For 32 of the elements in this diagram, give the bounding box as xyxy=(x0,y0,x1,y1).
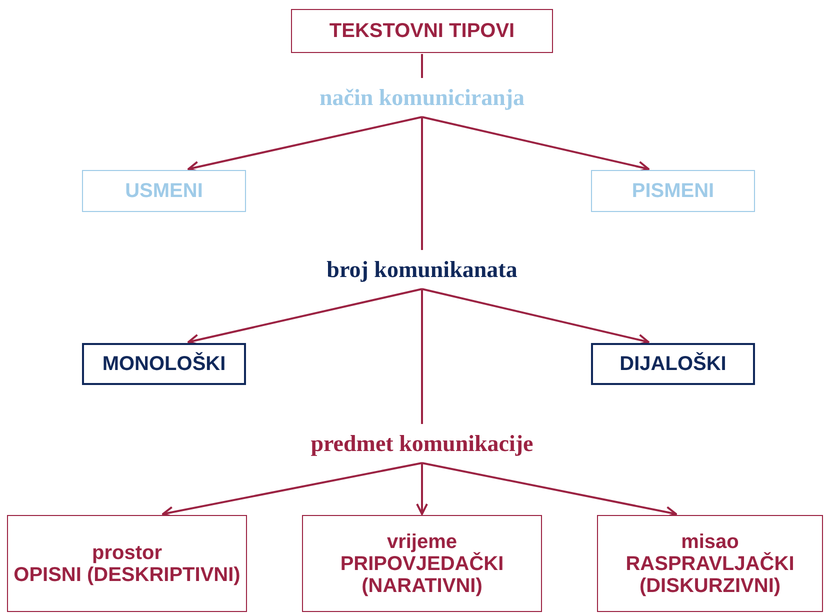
text-type-label: PRIPOVJEDAČKI (NARATIVNI) xyxy=(339,552,505,596)
category-box xyxy=(591,343,755,385)
category-label: USMENI xyxy=(125,180,203,202)
category-box xyxy=(591,170,755,212)
arrow xyxy=(188,116,422,173)
criterion-label: predmet komunikacije xyxy=(310,431,534,457)
criterion-label: broj komunikanata xyxy=(326,257,518,283)
text-type-label: prostor xyxy=(92,542,162,564)
text-type-label: RASPRAVLJAČKI (DISKURZIVNI) xyxy=(624,552,796,596)
arrow xyxy=(416,463,428,515)
category-box xyxy=(82,343,246,385)
category-label: TEKSTOVNI TIPOVI xyxy=(329,20,515,42)
category-box xyxy=(291,9,553,53)
category-label: DIJALOŠKI xyxy=(620,353,726,375)
category-box xyxy=(597,515,823,612)
category-box xyxy=(7,515,247,612)
text-type-label: OPISNI (DESKRIPTIVNI) xyxy=(14,564,240,586)
connector-line xyxy=(421,289,423,424)
category-box xyxy=(82,170,246,212)
text-type-label: misao xyxy=(681,530,739,552)
connector-line xyxy=(421,117,423,250)
arrow xyxy=(162,462,422,518)
arrow xyxy=(422,288,650,346)
arrow xyxy=(188,288,422,346)
text-type-label: vrijeme xyxy=(386,530,458,552)
connector-line xyxy=(421,54,423,78)
category-label: PISMENI xyxy=(632,180,714,202)
arrow xyxy=(422,116,650,173)
category-label: MONOLOŠKI xyxy=(102,353,226,375)
arrow xyxy=(422,462,678,518)
category-box xyxy=(302,515,542,612)
criterion-label: način komuniciranja xyxy=(319,85,525,111)
